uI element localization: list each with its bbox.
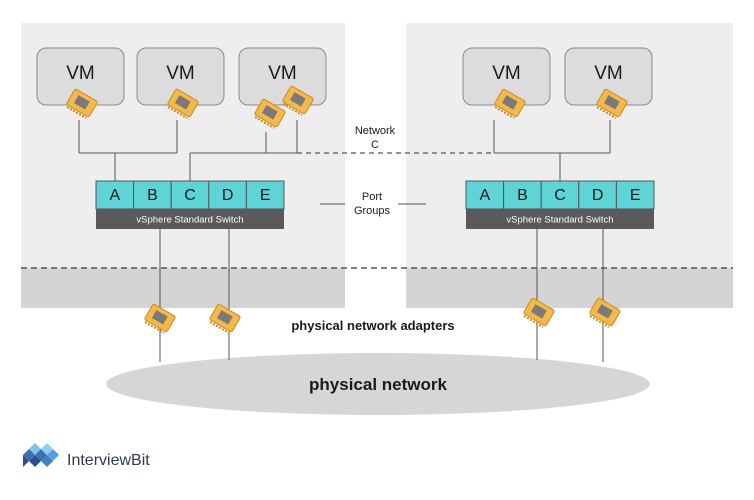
port-group-e <box>615 180 655 210</box>
switch-bar <box>96 209 284 229</box>
vm-label-5: VM <box>594 63 623 84</box>
port-group-label: B <box>147 187 158 204</box>
port-group-label: A <box>109 187 120 204</box>
uplink-lines <box>159 229 604 362</box>
port-group-label: D <box>592 187 604 204</box>
vm-label-2: VM <box>166 63 195 84</box>
switch-label: vSphere Standard Switch <box>136 215 243 226</box>
vm-label-4: VM <box>492 63 521 84</box>
physical-adapters-label: physical network adapters <box>291 318 454 333</box>
vm-box-3 <box>238 47 327 106</box>
physical-network-ellipse <box>106 353 650 415</box>
port-groups-label-line2: Groups <box>354 205 391 217</box>
port-group-b <box>503 180 542 210</box>
port-group-d <box>578 180 617 210</box>
port-group-label: C <box>554 187 566 204</box>
vm-label-3: VM <box>268 63 297 84</box>
port-group-label: D <box>222 187 234 204</box>
switch-label: vSphere Standard Switch <box>506 215 613 226</box>
host-left-bottom <box>21 268 345 308</box>
switch-bar <box>466 209 654 229</box>
vswitch-left: A B C D E vSphere Standard Switch <box>95 180 285 229</box>
left-vm-links <box>78 120 298 181</box>
vswitch-right: A B C D E vSphere Standard Switch <box>465 180 655 229</box>
port-group-a <box>465 180 505 210</box>
port-group-label: E <box>630 187 641 204</box>
vm-label-1: VM <box>66 63 95 84</box>
host-right-bottom <box>406 268 733 308</box>
interviewbit-logo-icon <box>23 443 59 467</box>
physical-nic-icon <box>207 302 242 336</box>
port-groups-label-line1: Port <box>362 191 382 203</box>
port-group-label: E <box>260 187 271 204</box>
port-group-label: C <box>184 187 196 204</box>
port-group-c <box>170 180 210 210</box>
network-c-label-line1: Network <box>355 125 396 137</box>
network-c-label-line2: C <box>371 139 379 151</box>
brand-name: InterviewBit <box>67 452 150 469</box>
right-vm-links <box>493 120 611 181</box>
port-group-label: A <box>479 187 490 204</box>
port-group-label: B <box>517 187 528 204</box>
physical-network-label: physical network <box>309 375 447 394</box>
